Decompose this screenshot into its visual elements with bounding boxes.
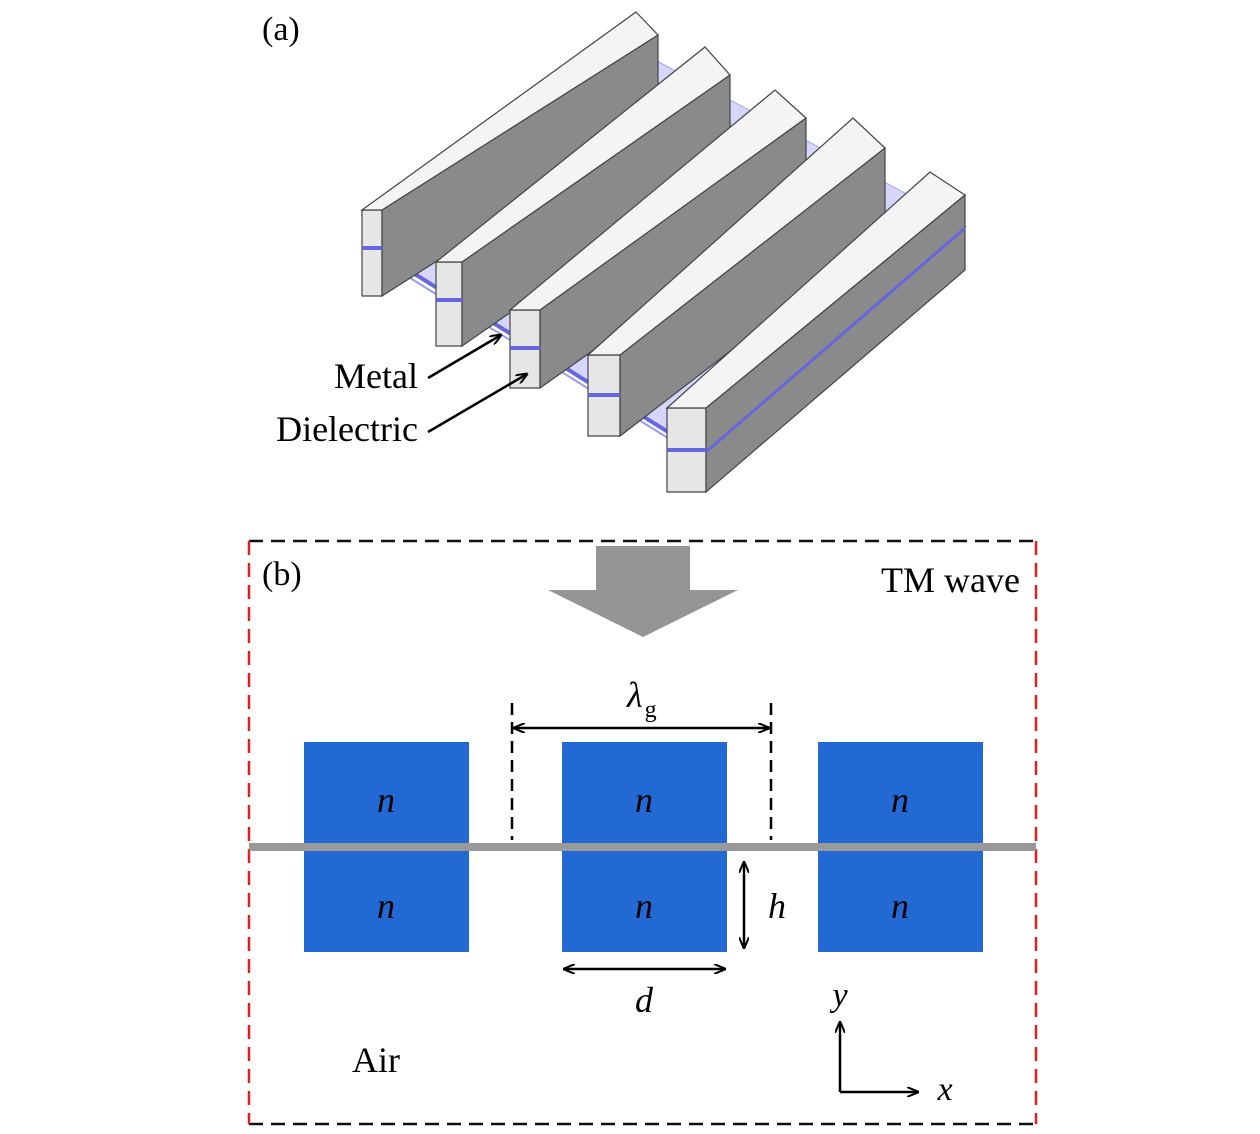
refractive-index-label: n xyxy=(635,780,653,820)
period-label: λg xyxy=(626,675,657,723)
metal-callout-arrow xyxy=(427,335,501,380)
panel-a: (a) xyxy=(262,11,967,494)
grating-bar xyxy=(586,117,886,438)
width-label: d xyxy=(635,980,654,1020)
grating-bar xyxy=(360,11,659,298)
height-label: h xyxy=(768,886,786,926)
panel-b-label: (b) xyxy=(262,556,302,593)
dielectric-callout-arrow xyxy=(427,374,527,434)
air-label: Air xyxy=(352,1040,400,1080)
grating-bar xyxy=(665,171,967,494)
panel-a-label: (a) xyxy=(262,11,300,48)
refractive-index-label: n xyxy=(377,886,395,926)
refractive-index-label: n xyxy=(635,886,653,926)
refractive-index-label: n xyxy=(891,886,909,926)
x-axis-label: x xyxy=(936,1071,952,1108)
grating-bar xyxy=(434,46,731,348)
wave-label: TM wave xyxy=(881,560,1020,600)
refractive-index-label: n xyxy=(377,780,395,820)
panel-b: (b) TM wave n n n n n n λg d h Air y xyxy=(247,539,1038,1126)
incident-wave-arrow xyxy=(548,546,738,637)
metal-callout-label: Metal xyxy=(334,356,418,396)
dielectric-callout-label: Dielectric xyxy=(276,409,418,449)
y-axis-label: y xyxy=(829,977,848,1014)
grating-bar xyxy=(508,89,807,390)
refractive-index-label: n xyxy=(891,780,909,820)
